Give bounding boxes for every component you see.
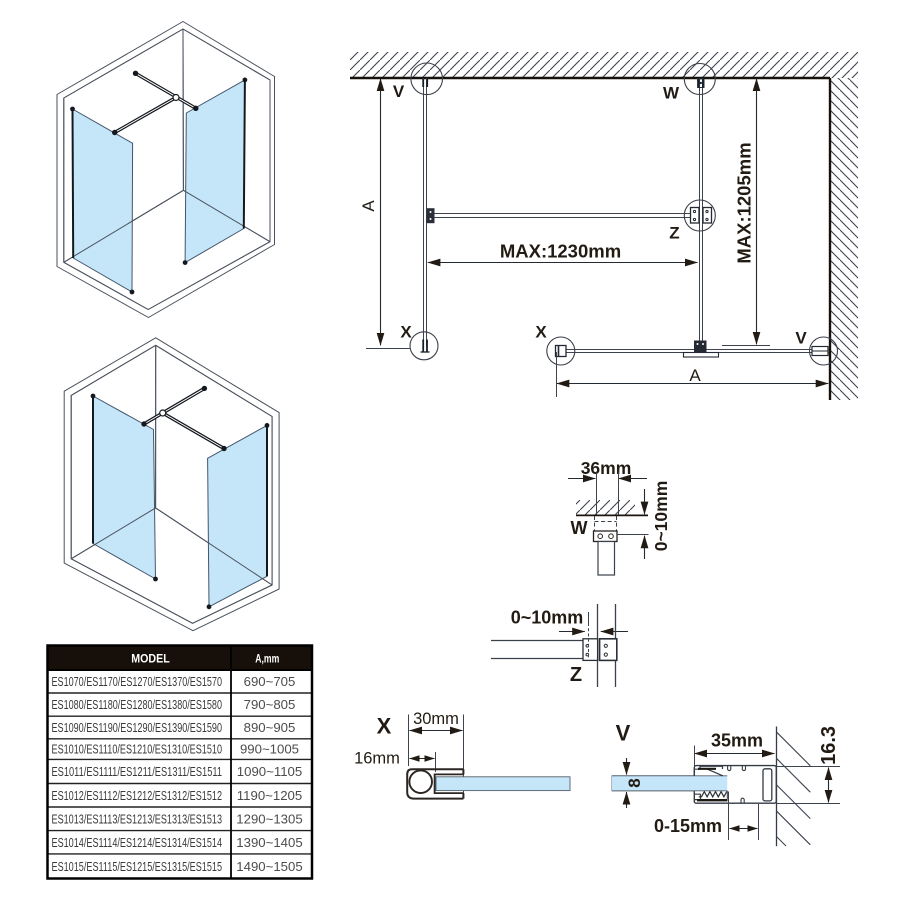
svg-text:790~805: 790~805 [244, 697, 296, 712]
svg-text:35mm: 35mm [711, 731, 763, 751]
svg-text:ES1090/ES1190/ES1290/ES1390/ES: ES1090/ES1190/ES1290/ES1390/ES1590 [52, 720, 223, 735]
svg-text:8: 8 [625, 778, 644, 787]
svg-text:X: X [535, 323, 547, 342]
svg-text:W: W [663, 84, 680, 103]
svg-text:X: X [400, 323, 412, 342]
svg-text:W: W [571, 518, 588, 538]
svg-text:ES1013/ES1113/ES1213/ES1313/ES: ES1013/ES1113/ES1213/ES1313/ES1513 [52, 811, 223, 826]
svg-text:ES1015/ES1115/ES1215/ES1315/ES: ES1015/ES1115/ES1215/ES1315/ES1515 [52, 859, 223, 874]
svg-text:1490~1505: 1490~1505 [236, 859, 302, 874]
svg-text:ES1080/ES1180/ES1280/ES1380/ES: ES1080/ES1180/ES1280/ES1380/ES1580 [52, 697, 223, 712]
svg-text:Z: Z [669, 224, 679, 243]
svg-text:1190~1205: 1190~1205 [237, 788, 302, 803]
svg-text:16.3: 16.3 [818, 726, 840, 765]
svg-text:X: X [377, 714, 392, 739]
svg-text:Z: Z [570, 664, 582, 686]
svg-text:30mm: 30mm [413, 710, 459, 728]
svg-text:A: A [689, 366, 701, 385]
svg-text:MAX:1230mm: MAX:1230mm [500, 241, 621, 262]
svg-text:0-15mm: 0-15mm [654, 816, 722, 836]
svg-text:1390~1405: 1390~1405 [236, 835, 302, 850]
svg-text:0~10mm: 0~10mm [651, 481, 671, 552]
svg-text:36mm: 36mm [581, 458, 632, 478]
svg-text:ES1011/ES1111/ES1211/ES1311/ES: ES1011/ES1111/ES1211/ES1311/ES1511 [52, 764, 223, 779]
svg-text:690~705: 690~705 [244, 674, 296, 689]
svg-text:V: V [616, 721, 631, 746]
svg-text:0~10mm: 0~10mm [511, 608, 584, 628]
svg-text:MODEL: MODEL [131, 652, 170, 666]
svg-text:V: V [795, 329, 807, 348]
svg-text:890~905: 890~905 [244, 720, 296, 735]
svg-text:ES1014/ES1114/ES1214/ES1314/ES: ES1014/ES1114/ES1214/ES1314/ES1514 [52, 835, 223, 850]
svg-text:ES1012/ES1112/ES1212/ES1312/ES: ES1012/ES1112/ES1212/ES1312/ES1512 [52, 788, 223, 803]
svg-text:ES1010/ES1110/ES1210/ES1310/ES: ES1010/ES1110/ES1210/ES1310/ES1510 [52, 742, 223, 757]
svg-text:1290~1305: 1290~1305 [236, 811, 302, 826]
svg-text:990~1005: 990~1005 [240, 742, 299, 757]
svg-text:A: A [359, 200, 378, 212]
svg-text:16mm: 16mm [354, 750, 400, 768]
svg-text:1090~1105: 1090~1105 [237, 764, 302, 779]
svg-text:ES1070/ES1170/ES1270/ES1370/ES: ES1070/ES1170/ES1270/ES1370/ES1570 [52, 674, 223, 689]
svg-text:A,mm: A,mm [255, 652, 279, 666]
svg-text:V: V [393, 82, 405, 101]
svg-text:MAX:1205mm: MAX:1205mm [734, 142, 755, 263]
